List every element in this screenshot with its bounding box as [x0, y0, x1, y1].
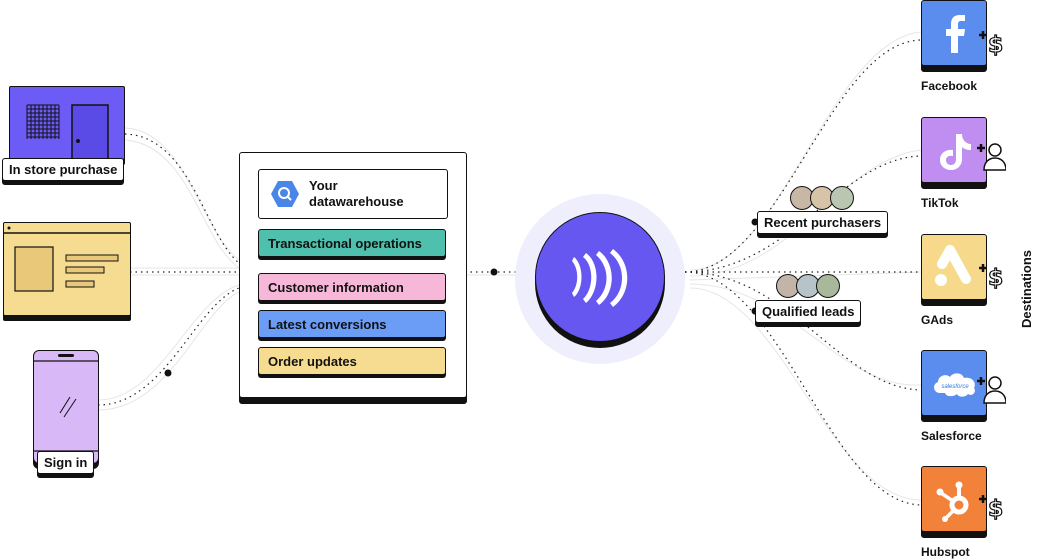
storefront-icon [26, 104, 109, 160]
avatar [816, 274, 840, 298]
destination-name: Salesforce [921, 429, 982, 443]
warehouse-item: Transactional operations [258, 229, 446, 257]
phone-icon [34, 354, 98, 452]
destination-name: TikTok [921, 196, 959, 210]
salesforce-icon: salesforce [934, 373, 975, 397]
svg-text:$: $ [988, 33, 1003, 58]
dollar-plus-icon: $ [979, 31, 1004, 58]
svg-text:salesforce: salesforce [941, 384, 969, 390]
avatar [830, 186, 854, 210]
destinations-title: Destinations [1019, 250, 1034, 329]
destination-salesforce: salesforce [921, 350, 987, 416]
destination-name: GAds [921, 313, 954, 327]
bigquery-icon [271, 181, 299, 207]
warehouse-header: Your datawarehouse [258, 169, 448, 219]
destination-gads [921, 234, 987, 300]
mobile-label: Sign in [37, 451, 95, 474]
web-card [3, 222, 131, 316]
audience-label: Qualified leads [755, 300, 862, 323]
warehouse-title: Your datawarehouse [309, 178, 404, 209]
destination-hubspot [921, 466, 987, 532]
svg-text:$: $ [988, 497, 1003, 522]
store-card [9, 86, 125, 160]
facebook-icon [946, 15, 965, 53]
webpage-icon [4, 226, 130, 292]
user-plus-icon [977, 376, 1006, 404]
mobile-card [33, 350, 99, 464]
audience-label: Recent purchasers [757, 211, 889, 234]
warehouse-item: Customer information [258, 273, 446, 301]
dollar-plus-icon: $ [979, 264, 1004, 291]
warehouse-item: Latest conversions [258, 310, 446, 338]
destination-name: Hubspot [921, 545, 970, 559]
svg-text:$: $ [988, 266, 1003, 291]
destination-facebook [921, 0, 987, 66]
store-label: In store purchase [2, 158, 125, 181]
google-ads-icon [935, 245, 971, 286]
hub-logo [535, 212, 665, 342]
warehouse-panel: Your datawarehouse Transactional operati… [239, 152, 467, 398]
dollar-plus-icon: $ [979, 495, 1004, 522]
avatar [810, 186, 834, 210]
hub-waves-icon [572, 249, 628, 307]
hubspot-icon [936, 481, 969, 522]
tiktok-icon [940, 134, 971, 170]
destination-tiktok [921, 117, 987, 183]
user-plus-icon [977, 143, 1006, 171]
destination-name: Facebook [921, 79, 978, 93]
warehouse-item: Order updates [258, 347, 446, 375]
